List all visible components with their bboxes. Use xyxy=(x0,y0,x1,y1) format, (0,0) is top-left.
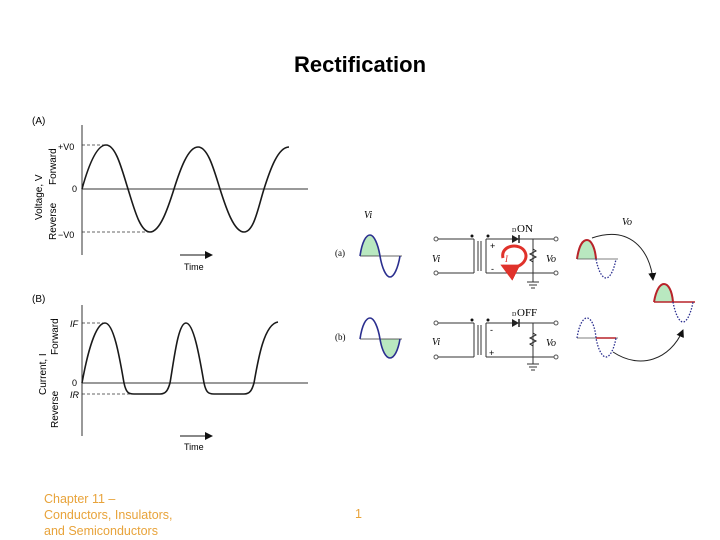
page-number: 1 xyxy=(355,507,362,521)
output-waveforms: Vo xyxy=(576,217,695,362)
row-b-label: (b) xyxy=(335,332,346,342)
vo-header: Vo xyxy=(622,217,632,228)
reverse-label-b: Reverse xyxy=(50,390,61,428)
vi-header: Vi xyxy=(364,210,372,221)
arrow-b-to-output xyxy=(612,329,684,362)
forward-label-a: Forward xyxy=(48,148,59,185)
panel-a-label: (A) xyxy=(32,116,45,127)
tick-plus-v0: +V0 xyxy=(58,142,74,152)
vi-label-a: Vi xyxy=(432,254,440,265)
forward-label-b: Forward xyxy=(50,318,61,355)
slide-title: Rectification xyxy=(293,52,427,77)
row-a-label: (a) xyxy=(335,248,345,258)
panel-b-label: (B) xyxy=(32,294,45,305)
plus-a: + xyxy=(490,241,495,251)
voltage-curve xyxy=(81,144,290,233)
tick-zero-b: 0 xyxy=(72,378,77,388)
time-label-b: Time xyxy=(184,442,204,452)
diode-tag-b: D xyxy=(512,312,517,318)
vo-label-a: Vo xyxy=(546,254,556,265)
footer-line-3: and Semiconductors xyxy=(44,524,158,538)
current-loop-arrow xyxy=(500,244,528,281)
footer-line-2: Conductors, Insulators, xyxy=(44,508,173,522)
voltage-chart: (A) +V0 0 −V0 Voltage, V Forward Reverse… xyxy=(32,116,308,272)
time-label-a: Time xyxy=(184,262,204,272)
footer-line-1: Chapter 11 – xyxy=(44,492,116,506)
reverse-label-a: Reverse xyxy=(48,202,59,240)
y-axis-label-b: Current, I xyxy=(38,353,49,395)
circuit-a: Vi (a) D ON Vi + - Vo I xyxy=(335,210,559,289)
tick-ir: IR xyxy=(70,390,80,400)
current-curve xyxy=(81,321,279,395)
diode-state-off: OFF xyxy=(517,307,537,319)
diode-tag-a: D xyxy=(512,228,517,234)
slide-footer: Chapter 11 – Conductors, Insulators, and… xyxy=(44,491,173,539)
current-label: I xyxy=(504,254,509,264)
tick-if: IF xyxy=(70,319,79,329)
tick-zero-a: 0 xyxy=(72,184,77,194)
vo-label-b: Vo xyxy=(546,338,556,349)
plus-b: + xyxy=(489,348,494,358)
minus-a: - xyxy=(491,264,494,274)
minus-b: - xyxy=(490,325,493,335)
current-chart: (B) IF 0 IR Current, I Forward Reverse T… xyxy=(32,294,308,452)
circuit-b: (b) D OFF Vi - + Vo xyxy=(335,307,559,371)
y-axis-label-a: Voltage, V xyxy=(34,174,45,220)
arrow-a-to-output xyxy=(591,233,657,281)
diode-state-on: ON xyxy=(517,223,533,235)
vi-label-b: Vi xyxy=(432,337,440,348)
tick-minus-v0: −V0 xyxy=(58,230,74,240)
